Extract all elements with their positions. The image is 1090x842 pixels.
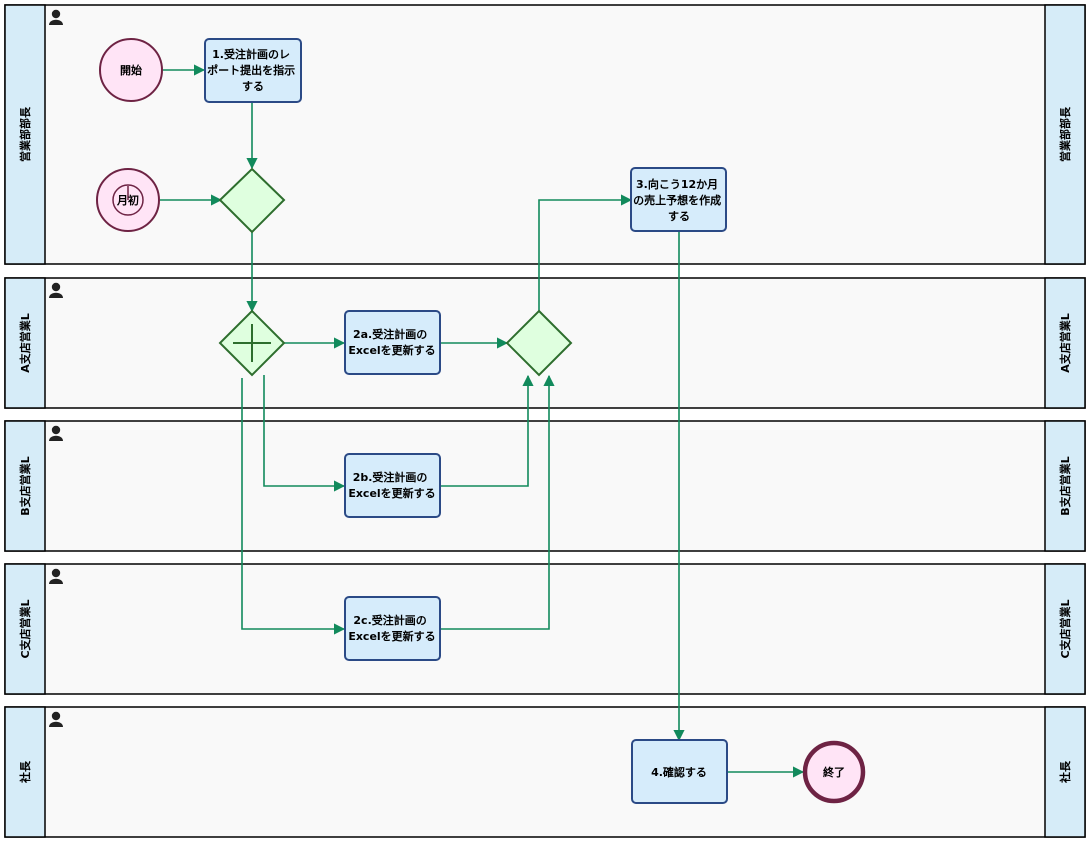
sequence-flows [160,64,805,778]
svg-text:終了: 終了 [823,765,845,779]
timer-start-event[interactable]: 月初 [96,168,160,232]
start-event[interactable]: 開始 [99,38,163,102]
lane-label-left: C支店営業L [18,599,32,658]
flow-t2c-to-merge[interactable] [440,374,555,630]
svg-text:3.向こう12か月 の売上予想を作成: 3.向こう12か月 の売上予想を作成 する [633,177,725,223]
lane-label-right: A支店営業L [1058,313,1072,373]
lane-label-right: 営業部部長 [1058,106,1072,162]
flow-merge-to-t3[interactable] [538,194,633,311]
svg-text:2c.受注計画の Excelを更新する: 2c.受注計画の Excelを更新する [348,613,435,643]
lane-label-right: B支店営業L [1058,456,1072,515]
flow-t2b-to-merge[interactable] [440,374,534,487]
svg-text:1.受注計画のレ ポート提出を指示: 1.受注計画のレ ポート提出を指示 する [207,47,299,93]
svg-text:開始: 開始 [120,63,142,77]
lane-label-right: 社長 [1058,760,1072,784]
timer-label: 月初 [116,193,139,207]
lane-label-left: B支店営業L [18,456,32,515]
task-3[interactable]: 3.向こう12か月 の売上予想を作成 する [630,167,727,232]
lane-label-left: 営業部部長 [18,106,32,162]
lane-label-right: C支店営業L [1058,599,1072,658]
lane-3: C支店営業L C支店営業L [4,563,1086,695]
gateway-merge[interactable] [505,309,573,377]
lane-label-left: 社長 [18,760,32,784]
parallel-gateway-split[interactable] [218,309,286,377]
task-2b[interactable]: 2b.受注計画の Excelを更新する [344,453,441,518]
lane-0: 営業部部長 営業部部長 [4,4,1086,265]
task-2c[interactable]: 2c.受注計画の Excelを更新する [344,596,441,661]
end-event[interactable]: 終了 [802,740,866,804]
task-4[interactable]: 4.確認する [631,739,728,804]
task-1[interactable]: 1.受注計画のレ ポート提出を指示 する [204,38,302,103]
svg-text:4.確認する: 4.確認する [651,765,707,779]
flow-parallel-to-t2c[interactable] [241,378,346,635]
exclusive-gateway-1[interactable] [218,167,286,234]
task-2a[interactable]: 2a.受注計画の Excelを更新する [344,310,441,375]
lane-label-left: A支店営業L [18,313,32,373]
lane-4: 社長 社長 [4,706,1086,838]
flow-parallel-to-t2b[interactable] [263,375,346,492]
lane-2: B支店営業L B支店営業L [4,420,1086,552]
svg-text:2b.受注計画の Excelを更新する: 2b.受注計画の Excelを更新する [348,470,435,500]
svg-text:2a.受注計画の Excelを更新する: 2a.受注計画の Excelを更新する [348,327,435,357]
